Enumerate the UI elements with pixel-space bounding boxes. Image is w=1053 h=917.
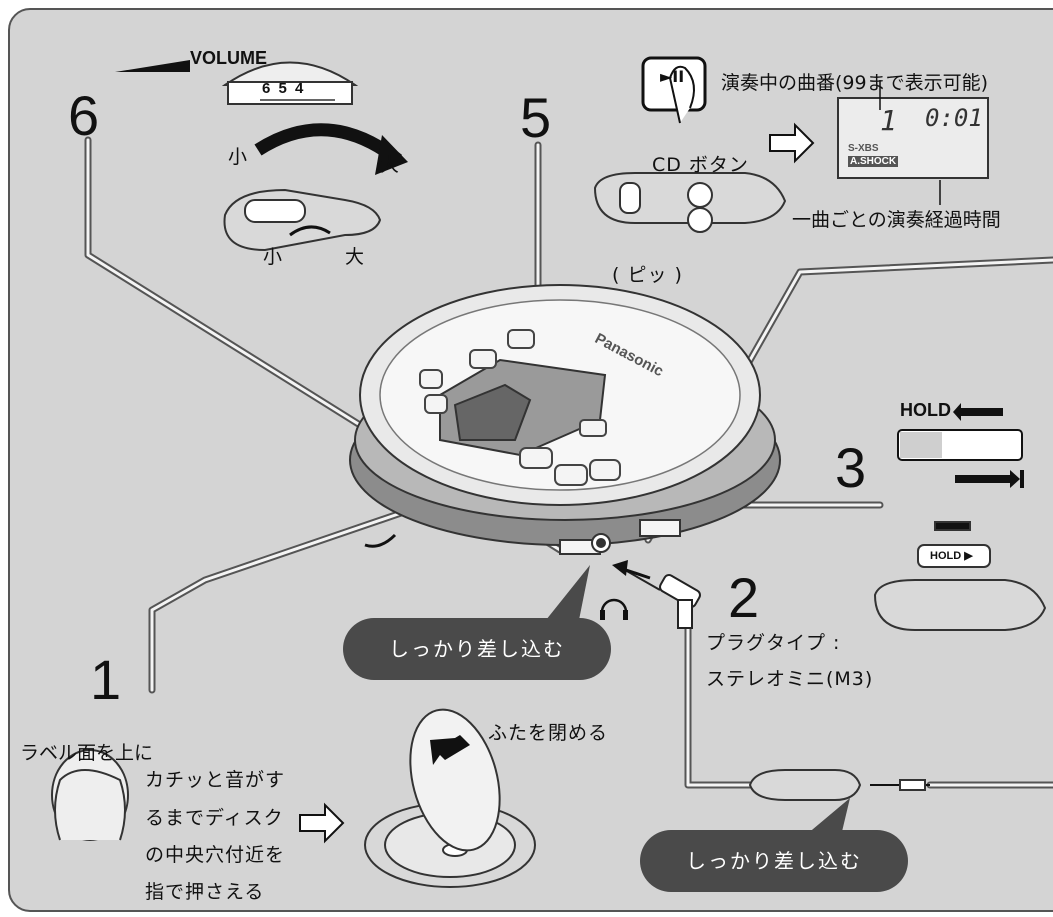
remote-small-label: 小	[263, 246, 284, 268]
volume-small-label: 小	[228, 146, 249, 168]
remote-hold-label: HOLD ▶	[930, 550, 973, 562]
volume-arrow	[254, 123, 403, 166]
remote-cd	[593, 172, 787, 233]
press-line-1: カチッと音がす	[145, 769, 286, 791]
inline-remote	[748, 769, 930, 801]
elapsed-time-callout: 一曲ごとの演奏経過時間	[792, 209, 1001, 231]
hold-label: HOLD	[900, 400, 951, 420]
lcd-time: 0:01	[925, 104, 983, 132]
hand-pressing-disc	[51, 749, 129, 841]
remote-volume	[223, 188, 382, 252]
arrow-to-lcd	[769, 122, 815, 164]
track-number-callout: 演奏中の曲番(99まで表示可能)	[721, 72, 989, 94]
lcd-sxbs: S-XBS	[848, 143, 879, 154]
step-6: 6	[68, 84, 100, 147]
beep-label: ( ピッ )	[612, 264, 683, 286]
play-pause-symbol: ►II	[660, 67, 684, 86]
remote-hold	[873, 521, 1047, 631]
press-line-4: 指で押さえる	[145, 881, 265, 903]
label-up-text: ラベル面を上に	[20, 742, 154, 764]
plug-title: プラグタイプ :	[706, 632, 841, 654]
press-line-3: の中央穴付近を	[145, 844, 286, 866]
step-2: 2	[728, 566, 760, 629]
plug-type: ステレオミニ(M3)	[706, 668, 874, 690]
close-lid-arrow	[430, 735, 470, 765]
plug-illustration	[624, 569, 701, 629]
hold-switch	[897, 403, 1024, 488]
lcd-ashock: A.SHOCK	[848, 156, 899, 167]
remote-volume-arrow	[289, 225, 331, 237]
callout-wedge-2	[800, 798, 850, 840]
volume-large-label: 大	[380, 154, 401, 176]
play-pause-button-icon	[641, 56, 707, 124]
close-lid-text: ふたを閉める	[488, 722, 609, 744]
insert-firmly-callout-1: しっかり差し込む	[343, 618, 611, 680]
cd-player	[349, 284, 781, 555]
remote-large-label: 大	[345, 246, 366, 268]
step-3: 3	[835, 436, 867, 499]
insert-firmly-callout-2: しっかり差し込む	[640, 830, 908, 892]
volume-dial-numbers: 6 5 4	[262, 80, 306, 97]
volume-dial	[115, 60, 359, 105]
headphone-icon	[600, 598, 628, 613]
cd-button-label: CD ボタン	[652, 154, 749, 176]
arrow-to-player	[299, 802, 345, 844]
lcd-track: 1	[880, 104, 897, 137]
step-5: 5	[520, 86, 552, 149]
press-line-2: るまでディスク	[145, 807, 284, 829]
volume-label: VOLUME	[190, 48, 268, 68]
step-1: 1	[90, 648, 122, 711]
